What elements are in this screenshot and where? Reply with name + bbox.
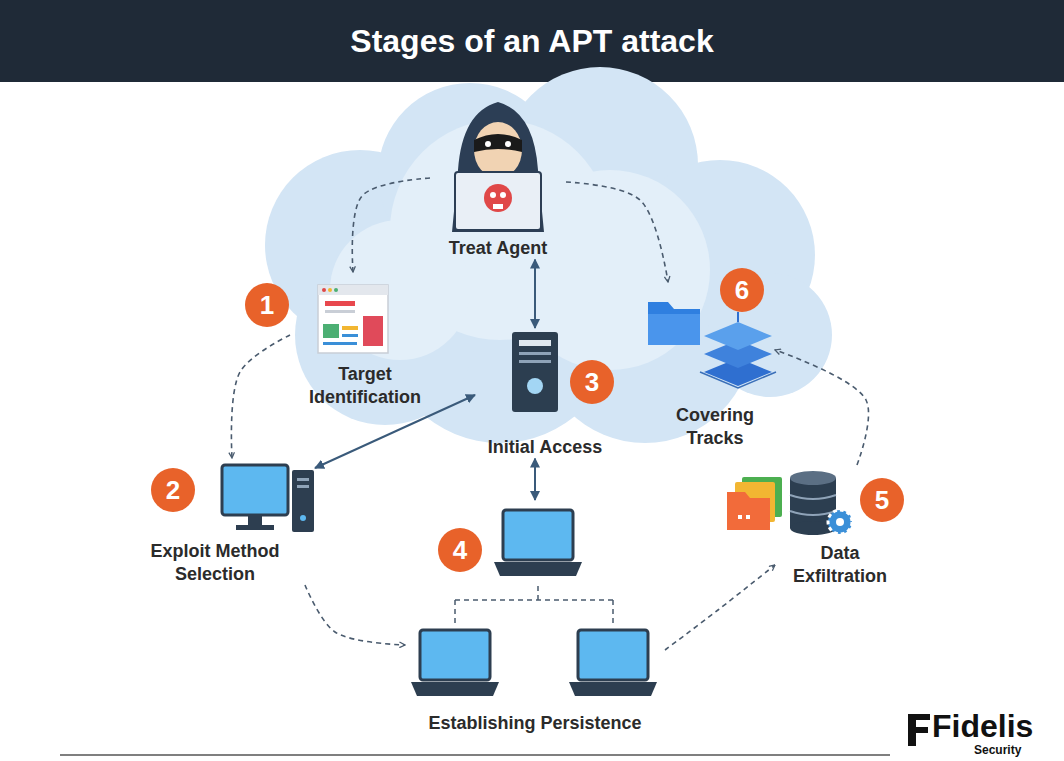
dashed-arrow [352, 178, 430, 272]
callout-number: 3 [570, 360, 614, 404]
logo-text: Fidelis [932, 708, 1033, 745]
stage-box: Target Identification [290, 272, 440, 408]
data-icons [727, 471, 852, 535]
stage-box: Exploit Method Selection [115, 458, 315, 585]
callout-number: 2 [151, 468, 195, 512]
laptop-icons [411, 510, 657, 696]
browser-icon [318, 285, 388, 353]
dashed-arrow [566, 182, 668, 282]
callout-number: 6 [720, 268, 764, 312]
network-lines [455, 586, 613, 626]
computer-icon [222, 465, 314, 532]
solid-arrow [534, 260, 536, 329]
solid-arrow [534, 459, 536, 501]
threat-agent: Treat Agent [430, 92, 566, 260]
callout-number: 4 [438, 528, 482, 572]
footer-rule [60, 754, 890, 756]
title: Stages of an APT attack [0, 0, 1064, 82]
dashed-arrow [775, 350, 869, 465]
logo-text: Security [974, 743, 1021, 757]
callout-number: 5 [860, 478, 904, 522]
server-icon [512, 332, 558, 412]
dashed-arrow [231, 335, 290, 458]
stage-label: Establishing Persistence [405, 712, 665, 735]
stage-label: Target Identification [290, 363, 440, 408]
callout-number: 1 [245, 283, 289, 327]
stage-label: Treat Agent [430, 237, 566, 260]
storage-icons [648, 302, 776, 388]
dashed-arrow [305, 585, 405, 645]
logo-mark [908, 714, 930, 746]
cloud [265, 67, 832, 443]
dashed-arrow [665, 565, 775, 650]
hacker-icon [452, 102, 544, 232]
stage-label: Covering Tracks [655, 404, 775, 449]
stage-label: Initial Access [475, 436, 615, 459]
stage-label: Exploit Method Selection [115, 540, 315, 585]
title-bar [0, 0, 1064, 82]
stage-label: Data Exfiltration [775, 542, 905, 587]
stage-box: Covering Tracks [655, 282, 775, 449]
